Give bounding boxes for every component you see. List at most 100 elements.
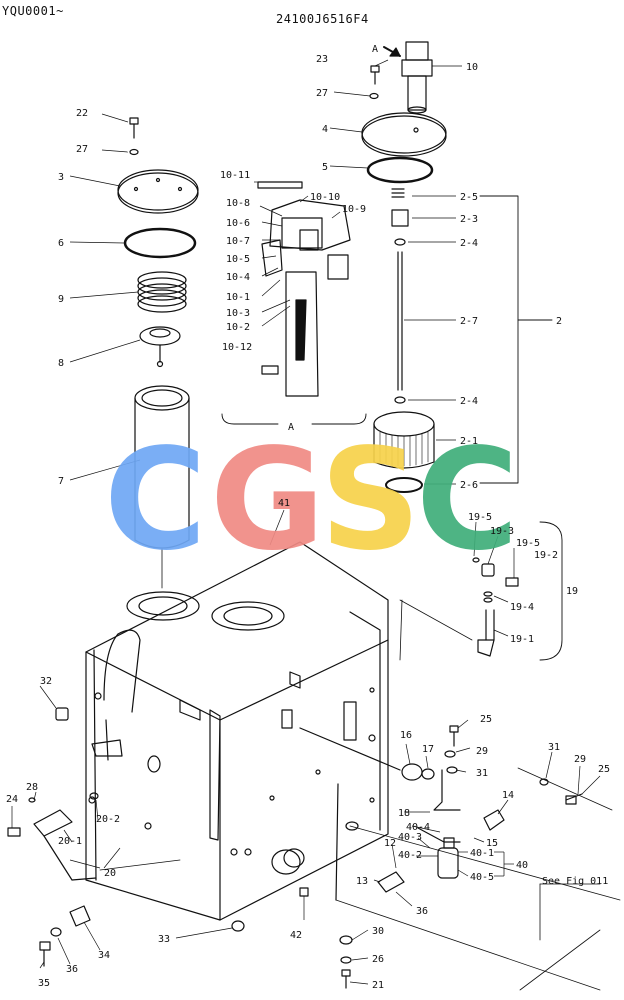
callout-label: 2 <box>556 316 562 327</box>
callout-label: 10-11 <box>220 170 250 181</box>
callout-label: 19-5 <box>516 538 540 549</box>
watermark-letter-g: G <box>210 419 325 582</box>
callout-label: 7 <box>58 476 64 487</box>
callout-label: 2-6 <box>460 480 478 491</box>
detail-a-assembly <box>257 181 351 397</box>
callout-label: 10-7 <box>226 236 250 247</box>
callout-label: 29 <box>476 746 488 757</box>
strainer-7 <box>134 385 190 549</box>
callout-label: 5 <box>322 162 328 173</box>
callout-label: 40-3 <box>398 832 422 843</box>
cover-plate-3 <box>117 169 199 214</box>
callout-label: 40-1 <box>470 848 494 859</box>
watermark-letter-c1: C <box>104 419 207 582</box>
callout-labels: 2310274522273698710-1110-1010-810-910-61… <box>6 54 610 991</box>
callout-label: 24 <box>6 794 18 805</box>
detail-a-caption: A <box>288 422 294 433</box>
detail-a-marker: A <box>372 44 378 55</box>
spring-9 <box>137 271 187 313</box>
callout-label: 31 <box>476 768 488 779</box>
washer-27-b <box>369 92 379 100</box>
right-fittings <box>281 709 621 991</box>
callout-label: 17 <box>422 744 434 755</box>
callout-label: 20 <box>104 868 116 879</box>
cap-assembly-10 <box>401 41 433 114</box>
serial-range-code: YQU0001~ <box>2 4 64 18</box>
callout-label: 32 <box>40 676 52 687</box>
callout-label: 3 <box>58 172 64 183</box>
callout-label: 36 <box>66 964 78 975</box>
bolt-22 <box>129 117 139 139</box>
callout-label: 23 <box>316 54 328 65</box>
callout-label: 36 <box>416 906 428 917</box>
callout-label: 21 <box>372 980 384 991</box>
callout-label: 10-1 <box>226 292 250 303</box>
callout-label: 19-2 <box>534 550 558 561</box>
bracket-19 <box>539 521 563 661</box>
callout-label: 20-2 <box>96 814 120 825</box>
callout-label: 40-4 <box>406 822 430 833</box>
callout-label: 10-8 <box>226 198 250 209</box>
callout-label: 26 <box>372 954 384 965</box>
watermark: C G S C <box>104 419 519 582</box>
filter-parts-2 <box>373 188 435 493</box>
valve-8 <box>139 326 181 368</box>
callout-label: 25 <box>480 714 492 725</box>
callout-label: 19-5 <box>468 512 492 523</box>
callout-label: 2-1 <box>460 436 478 447</box>
callout-label: 22 <box>76 108 88 119</box>
callout-label: 10-3 <box>226 308 250 319</box>
fuel-tank-body <box>85 541 389 921</box>
callout-label: 10-4 <box>226 272 250 283</box>
callout-label: 10-2 <box>226 322 250 333</box>
callout-label: 2-4 <box>460 396 478 407</box>
arrow-a <box>383 46 401 57</box>
callout-label: 10-10 <box>310 192 340 203</box>
callout-label: 40 <box>516 860 528 871</box>
callout-label: 4 <box>322 124 328 135</box>
callout-label: 19 <box>566 586 578 597</box>
callout-label: 14 <box>502 790 514 801</box>
callout-label: 10-12 <box>222 342 252 353</box>
callout-label: 27 <box>316 88 328 99</box>
callout-label: 16 <box>400 730 412 741</box>
callout-label: 2-4 <box>460 238 478 249</box>
callout-label: 25 <box>598 764 610 775</box>
callout-label: 19-1 <box>510 634 534 645</box>
callout-label: 27 <box>76 144 88 155</box>
callout-label: 8 <box>58 358 64 369</box>
bracket-2 <box>479 195 519 484</box>
bolt-23 <box>370 65 380 85</box>
watermark-letter-c2: C <box>416 419 519 582</box>
callout-label: 6 <box>58 238 64 249</box>
callout-label: 10-5 <box>226 254 250 265</box>
callout-label: 29 <box>574 754 586 765</box>
callout-label: 15 <box>486 838 498 849</box>
watermark-letter-s: S <box>320 419 421 582</box>
callout-label: 20-1 <box>58 836 82 847</box>
callout-label: 30 <box>372 926 384 937</box>
drawing-number: 24100J6516F4 <box>276 12 369 26</box>
callout-label: 41 <box>278 498 290 509</box>
callout-label: 13 <box>356 876 368 887</box>
drain-plug-42 <box>271 848 305 875</box>
filler-neck-rings <box>126 591 285 631</box>
callout-label: 18 <box>398 808 410 819</box>
callout-label: 40-2 <box>398 850 422 861</box>
callout-label: 10 <box>466 62 478 73</box>
callout-label: 19-3 <box>490 526 514 537</box>
washer-27 <box>129 148 139 156</box>
callout-label: 42 <box>290 930 302 941</box>
detail-a-bracket <box>221 413 367 425</box>
left-fittings <box>7 707 309 967</box>
callout-label: 40-5 <box>470 872 494 883</box>
callout-label: 12 <box>384 838 396 849</box>
callout-label: 2-3 <box>460 214 478 225</box>
callout-label: 2-7 <box>460 316 478 327</box>
gasket-5 <box>366 156 434 184</box>
reference-note: See Fig 011 <box>542 876 608 887</box>
callout-label: 28 <box>26 782 38 793</box>
callout-label: 19-4 <box>510 602 534 613</box>
